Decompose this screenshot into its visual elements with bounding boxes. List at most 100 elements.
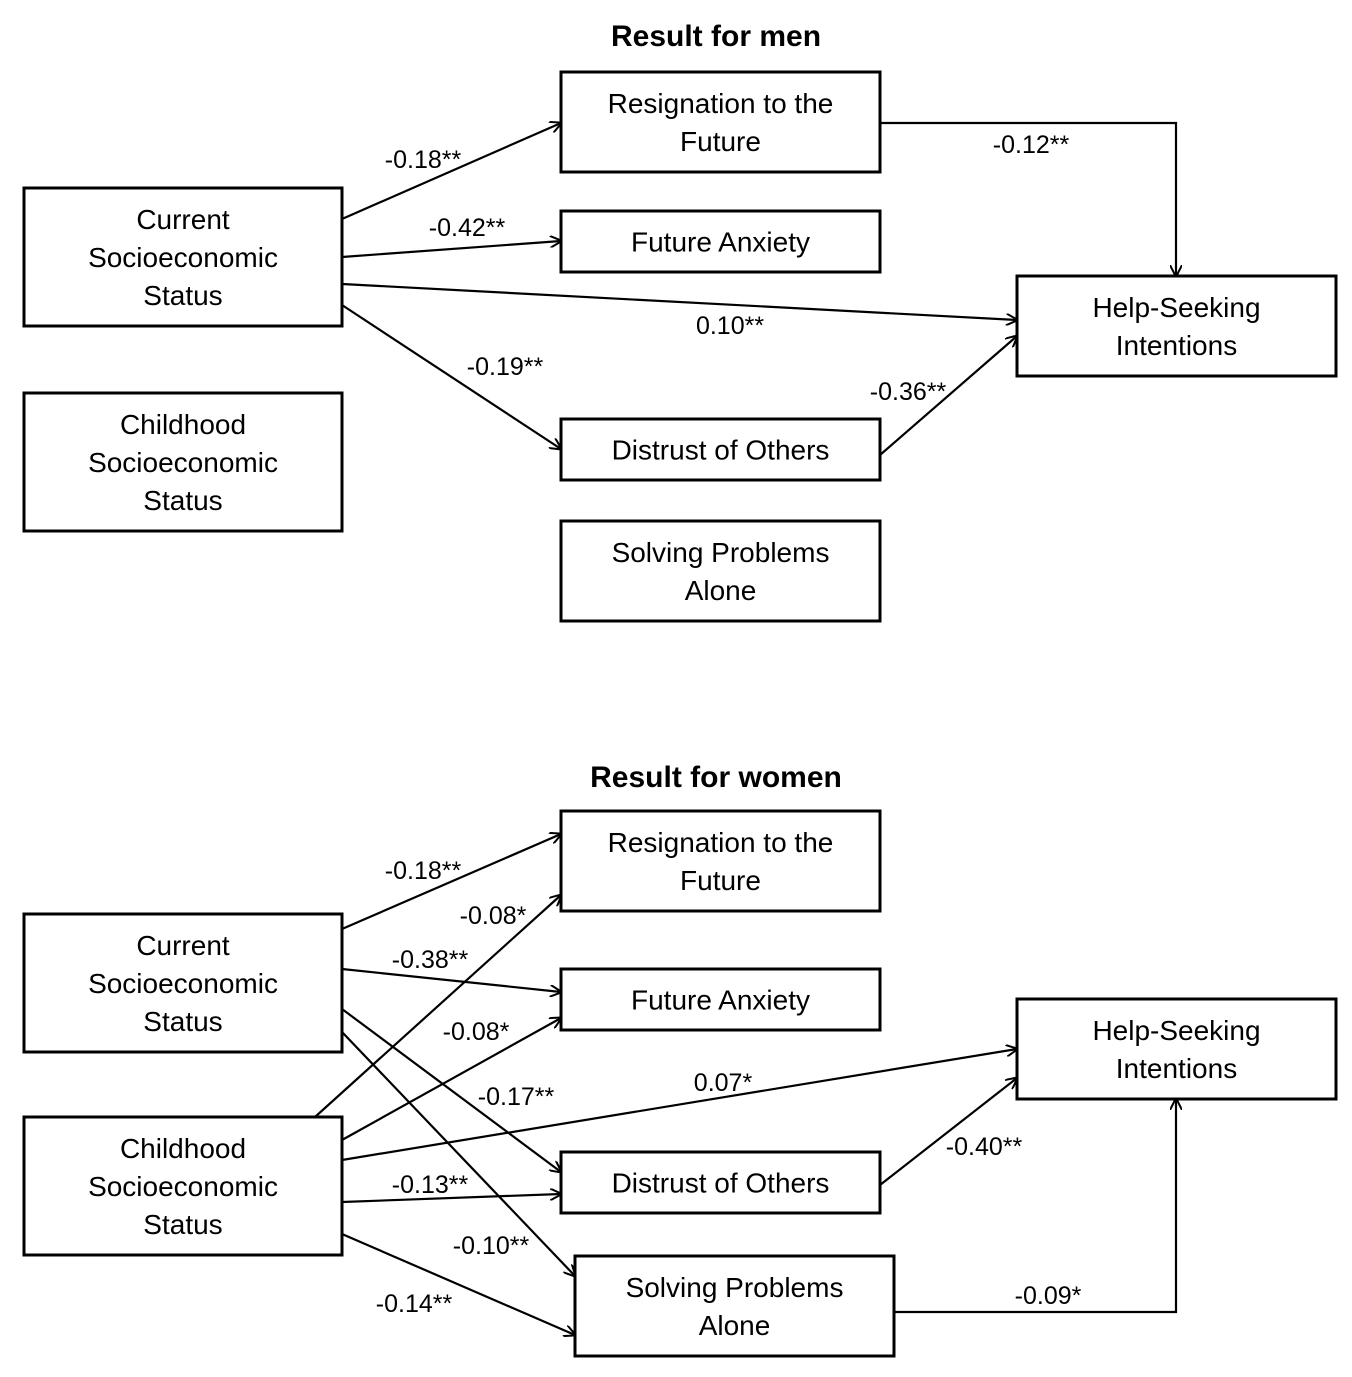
edges (341, 121, 1176, 456)
node-label-line: Socioeconomic (88, 242, 278, 273)
node-label-line: Solving Problems (626, 1272, 844, 1303)
path-coefficient-cses-to-doo: -0.17** (478, 1083, 555, 1111)
node-label-line: Solving Problems (612, 537, 830, 568)
node-label-line: Status (143, 1209, 222, 1240)
node-box (1015, 274, 1338, 378)
path-coefficient-chses-to-rtf: -0.08* (460, 902, 527, 930)
path-coefficient-doo-to-hsi: -0.40** (946, 1133, 1023, 1161)
path-arrow-cses-to-fa (341, 967, 561, 992)
node-label-line: Future (680, 126, 761, 157)
node-label-line: Status (143, 280, 222, 311)
node-box (559, 519, 882, 623)
node-label-line: Future (680, 865, 761, 896)
path-coefficient-chses-to-doo: -0.13** (392, 1171, 469, 1199)
node-fa: Future Anxiety (559, 209, 882, 274)
path-arrow-chses-to-doo (341, 1194, 561, 1204)
path-arrow-cses-to-doo (341, 1008, 561, 1172)
node-label-line: Socioeconomic (88, 1171, 278, 1202)
path-arrow-cses-to-doo (341, 304, 561, 449)
node-box (559, 209, 882, 274)
path-coefficient-rtf-to-hsi: -0.12** (993, 131, 1070, 159)
node-label-line: Resignation to the (608, 88, 834, 119)
node-label-line: Alone (685, 575, 757, 606)
node-label-line: Intentions (1116, 1053, 1237, 1084)
node-label-line: Help-Seeking (1092, 292, 1260, 323)
path-arrow-chses-to-hsi (341, 1049, 1017, 1162)
path-coefficient-cses-to-rtf: -0.18** (385, 857, 462, 885)
path-coefficient-spa-to-hsi: -0.09* (1015, 1282, 1082, 1310)
path-arrow-cses-to-fa (341, 241, 561, 259)
path-arrow-chses-to-rtf (314, 895, 561, 1118)
path-coefficient-chses-to-fa: -0.08* (443, 1018, 510, 1046)
path-arrow-cses-to-spa (341, 1031, 575, 1276)
nodes: CurrentSocioeconomicStatusChildhoodSocio… (22, 70, 1338, 623)
node-label-line: Current (136, 204, 230, 235)
node-label-line: Resignation to the (608, 827, 834, 858)
node-label-line: Intentions (1116, 330, 1237, 361)
path-coefficient-cses-to-doo: -0.19** (467, 353, 544, 381)
path-arrow-cses-to-hsi (341, 282, 1017, 320)
path-coefficient-doo-to-hsi: -0.36** (870, 378, 947, 406)
node-box (559, 70, 882, 174)
node-label-line: Status (143, 1006, 222, 1037)
edge-labels: -0.18** -0.08* -0.38** -0.08* -0.17** 0.07* -0… (376, 857, 1082, 1318)
node-box (22, 391, 344, 533)
path-coefficient-cses-to-hsi: 0.10** (696, 312, 764, 340)
node-label-line: Distrust of Others (612, 1168, 830, 1199)
edge-labels: -0.18** -0.42** 0.10** -0.19** -0.12** -0.36*… (385, 131, 1070, 406)
path-arrow-cses-to-rtf (341, 123, 561, 221)
path-coefficient-cses-to-fa: -0.42** (429, 214, 506, 242)
men-panel: Result for menCurrentSocioeconomicStatus… (22, 20, 1338, 623)
path-arrow-rtf-to-hsi (880, 121, 1176, 276)
node-label-line: Future Anxiety (631, 227, 810, 258)
node-box (559, 967, 882, 1032)
node-box (22, 186, 344, 328)
node-label-line: Childhood (120, 1133, 246, 1164)
panel-title: Result for women (590, 761, 842, 794)
node-box (559, 417, 882, 482)
nodes: CurrentSocioeconomicStatusChildhoodSocio… (22, 809, 1338, 1358)
node-box (1015, 997, 1338, 1101)
women-panel: Result for womenCurrentSocioeconomicStat… (22, 761, 1338, 1358)
node-label-line: Status (143, 485, 222, 516)
node-label-line: Distrust of Others (612, 435, 830, 466)
path-arrow-spa-to-hsi (894, 1099, 1176, 1314)
node-label-line: Future Anxiety (631, 985, 810, 1016)
panel-title: Result for men (611, 20, 821, 53)
node-doo: Distrust of Others (559, 417, 882, 482)
edges (314, 834, 1176, 1335)
path-coefficient-chses-to-spa: -0.14** (376, 1290, 453, 1318)
path-arrow-doo-to-hsi (879, 1078, 1017, 1186)
path-arrow-chses-to-fa (341, 1018, 561, 1141)
node-label-line: Current (136, 930, 230, 961)
path-coefficient-cses-to-spa: -0.10** (453, 1232, 530, 1260)
node-box (573, 1254, 896, 1358)
path-coefficient-cses-to-fa: -0.38** (392, 946, 469, 974)
node-label-line: Socioeconomic (88, 447, 278, 478)
path-coefficient-chses-to-hsi: 0.07* (694, 1069, 753, 1097)
path-arrow-chses-to-spa (341, 1232, 575, 1335)
node-box (559, 1150, 882, 1215)
node-fa: Future Anxiety (559, 967, 882, 1032)
node-label-line: Help-Seeking (1092, 1015, 1260, 1046)
node-doo: Distrust of Others (559, 1150, 882, 1215)
path-coefficient-cses-to-rtf: -0.18** (385, 146, 462, 174)
node-box (22, 912, 344, 1054)
node-label-line: Childhood (120, 409, 246, 440)
node-box (559, 809, 882, 913)
path-arrow-doo-to-hsi (879, 336, 1017, 456)
path-arrow-cses-to-rtf (341, 834, 561, 931)
node-label-line: Alone (699, 1310, 771, 1341)
node-label-line: Socioeconomic (88, 968, 278, 999)
